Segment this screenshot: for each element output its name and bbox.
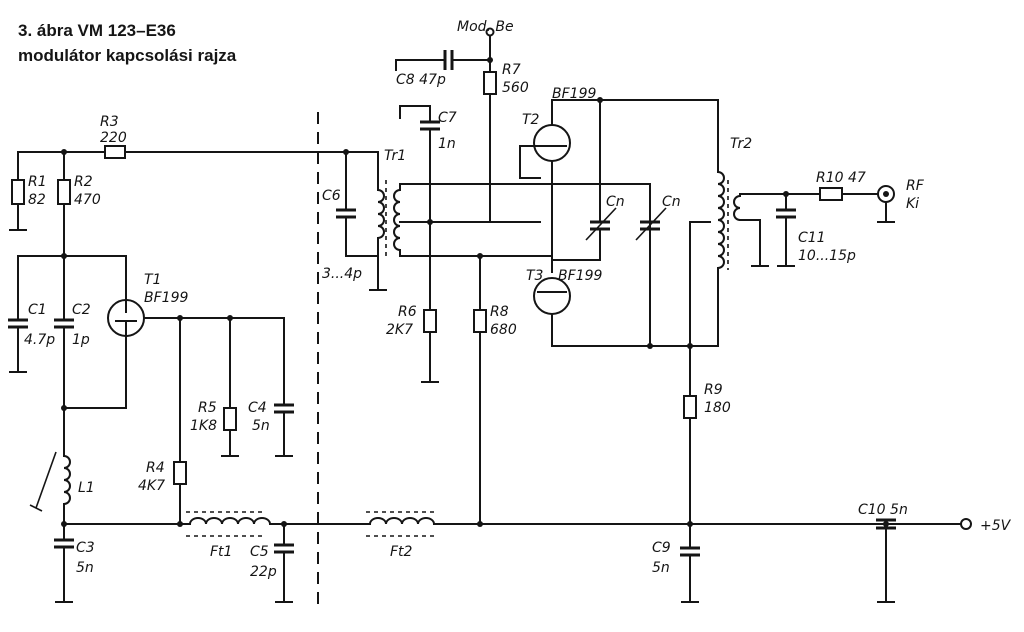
resistor-r1 <box>11 179 25 205</box>
transistor-t2 <box>533 124 571 162</box>
label-c9-name: C9 <box>652 540 671 556</box>
label-c3-name: C3 <box>76 540 95 556</box>
transformer-tr1 <box>369 151 711 347</box>
label-c3-value: 5n <box>76 560 94 576</box>
resistor-r6 <box>423 309 437 333</box>
label-t1-type: BF199 <box>144 290 188 306</box>
label-tr2: Tr2 <box>730 136 752 152</box>
label-mod-be: Mod. Be <box>457 19 514 35</box>
resistor-r5 <box>223 407 237 431</box>
label-cn-2: Cn <box>662 194 681 210</box>
resistor-r8 <box>473 309 487 333</box>
resistor-r3 <box>104 145 126 159</box>
label-r3-value: 220 <box>100 130 127 146</box>
figure-title-line2: modulátor kapcsolási rajza <box>18 46 237 65</box>
label-r2-value: 470 <box>74 192 101 208</box>
label-c2-value: 1p <box>72 332 90 348</box>
label-tr1: Tr1 <box>384 148 406 164</box>
label-c11-value: 10...15p <box>798 248 856 264</box>
label-c6: C6 <box>322 188 341 204</box>
label-c8: C8 47p <box>396 72 446 88</box>
label-r9-name: R9 <box>704 382 723 398</box>
choke-ft2 <box>369 517 435 525</box>
label-c7-name: C7 <box>438 110 457 126</box>
label-r1-value: 82 <box>28 192 46 208</box>
label-ft1: Ft1 <box>210 544 232 560</box>
label-c4-name: C4 <box>248 400 267 416</box>
label-t2: T2 <box>522 112 540 128</box>
label-r8-value: 680 <box>490 322 517 338</box>
resistor-r9 <box>683 395 697 419</box>
label-r7-value: 560 <box>502 80 529 96</box>
label-t2-type: BF199 <box>552 86 596 102</box>
transformer-tr2 <box>683 171 787 525</box>
label-t3-type: BF199 <box>558 268 602 284</box>
oscillator-section <box>8 145 379 603</box>
inductor-l1 <box>63 455 71 505</box>
label-c11-name: C11 <box>798 230 826 246</box>
label-c6-value: 3...4p <box>322 266 362 282</box>
label-rf: RF <box>906 178 925 194</box>
label-c1-name: C1 <box>28 302 47 318</box>
label-r10: R10 47 <box>816 170 866 186</box>
label-c10: C10 5n <box>858 502 908 518</box>
label-c5-name: C5 <box>250 544 269 560</box>
label-l1: L1 <box>78 480 95 496</box>
supply-rail <box>63 511 972 603</box>
label-r2-name: R2 <box>74 174 93 190</box>
transistor-pair <box>519 97 719 349</box>
label-r8-name: R8 <box>490 304 509 320</box>
label-r6-value: 2K7 <box>386 322 413 338</box>
label-r6-name: R6 <box>398 304 417 320</box>
label-c5-value: 22p <box>250 564 277 580</box>
label-t1: T1 <box>144 272 161 288</box>
label-c2-name: C2 <box>72 302 91 318</box>
label-c1-value: 4.7p <box>24 332 55 348</box>
label-ki: Ki <box>906 196 919 212</box>
label-cn-1: Cn <box>606 194 625 210</box>
label-r1-name: R1 <box>28 174 47 190</box>
label-r5-name: R5 <box>198 400 217 416</box>
label-c4-value: 5n <box>252 418 270 434</box>
label-r4-name: R4 <box>146 460 165 476</box>
label-c9-value: 5n <box>652 560 670 576</box>
label-r5-value: 1K8 <box>190 418 217 434</box>
figure-title-line1: 3. ábra VM 123–E36 <box>18 21 176 40</box>
label-ft2: Ft2 <box>390 544 413 560</box>
label-c7-value: 1n <box>438 136 456 152</box>
supply-terminal <box>960 518 972 530</box>
label-r7-name: R7 <box>502 62 521 78</box>
label-t3: T3 <box>526 268 543 284</box>
label-r3-name: R3 <box>100 114 119 130</box>
resistor-r4 <box>173 461 187 485</box>
resistor-r7 <box>483 71 497 95</box>
choke-ft1 <box>189 517 271 525</box>
resistor-r2 <box>57 179 71 205</box>
label-plus-5v: +5V <box>980 518 1012 534</box>
label-r9-value: 180 <box>704 400 731 416</box>
resistor-r10 <box>819 187 843 201</box>
label-r4-value: 4K7 <box>138 478 165 494</box>
